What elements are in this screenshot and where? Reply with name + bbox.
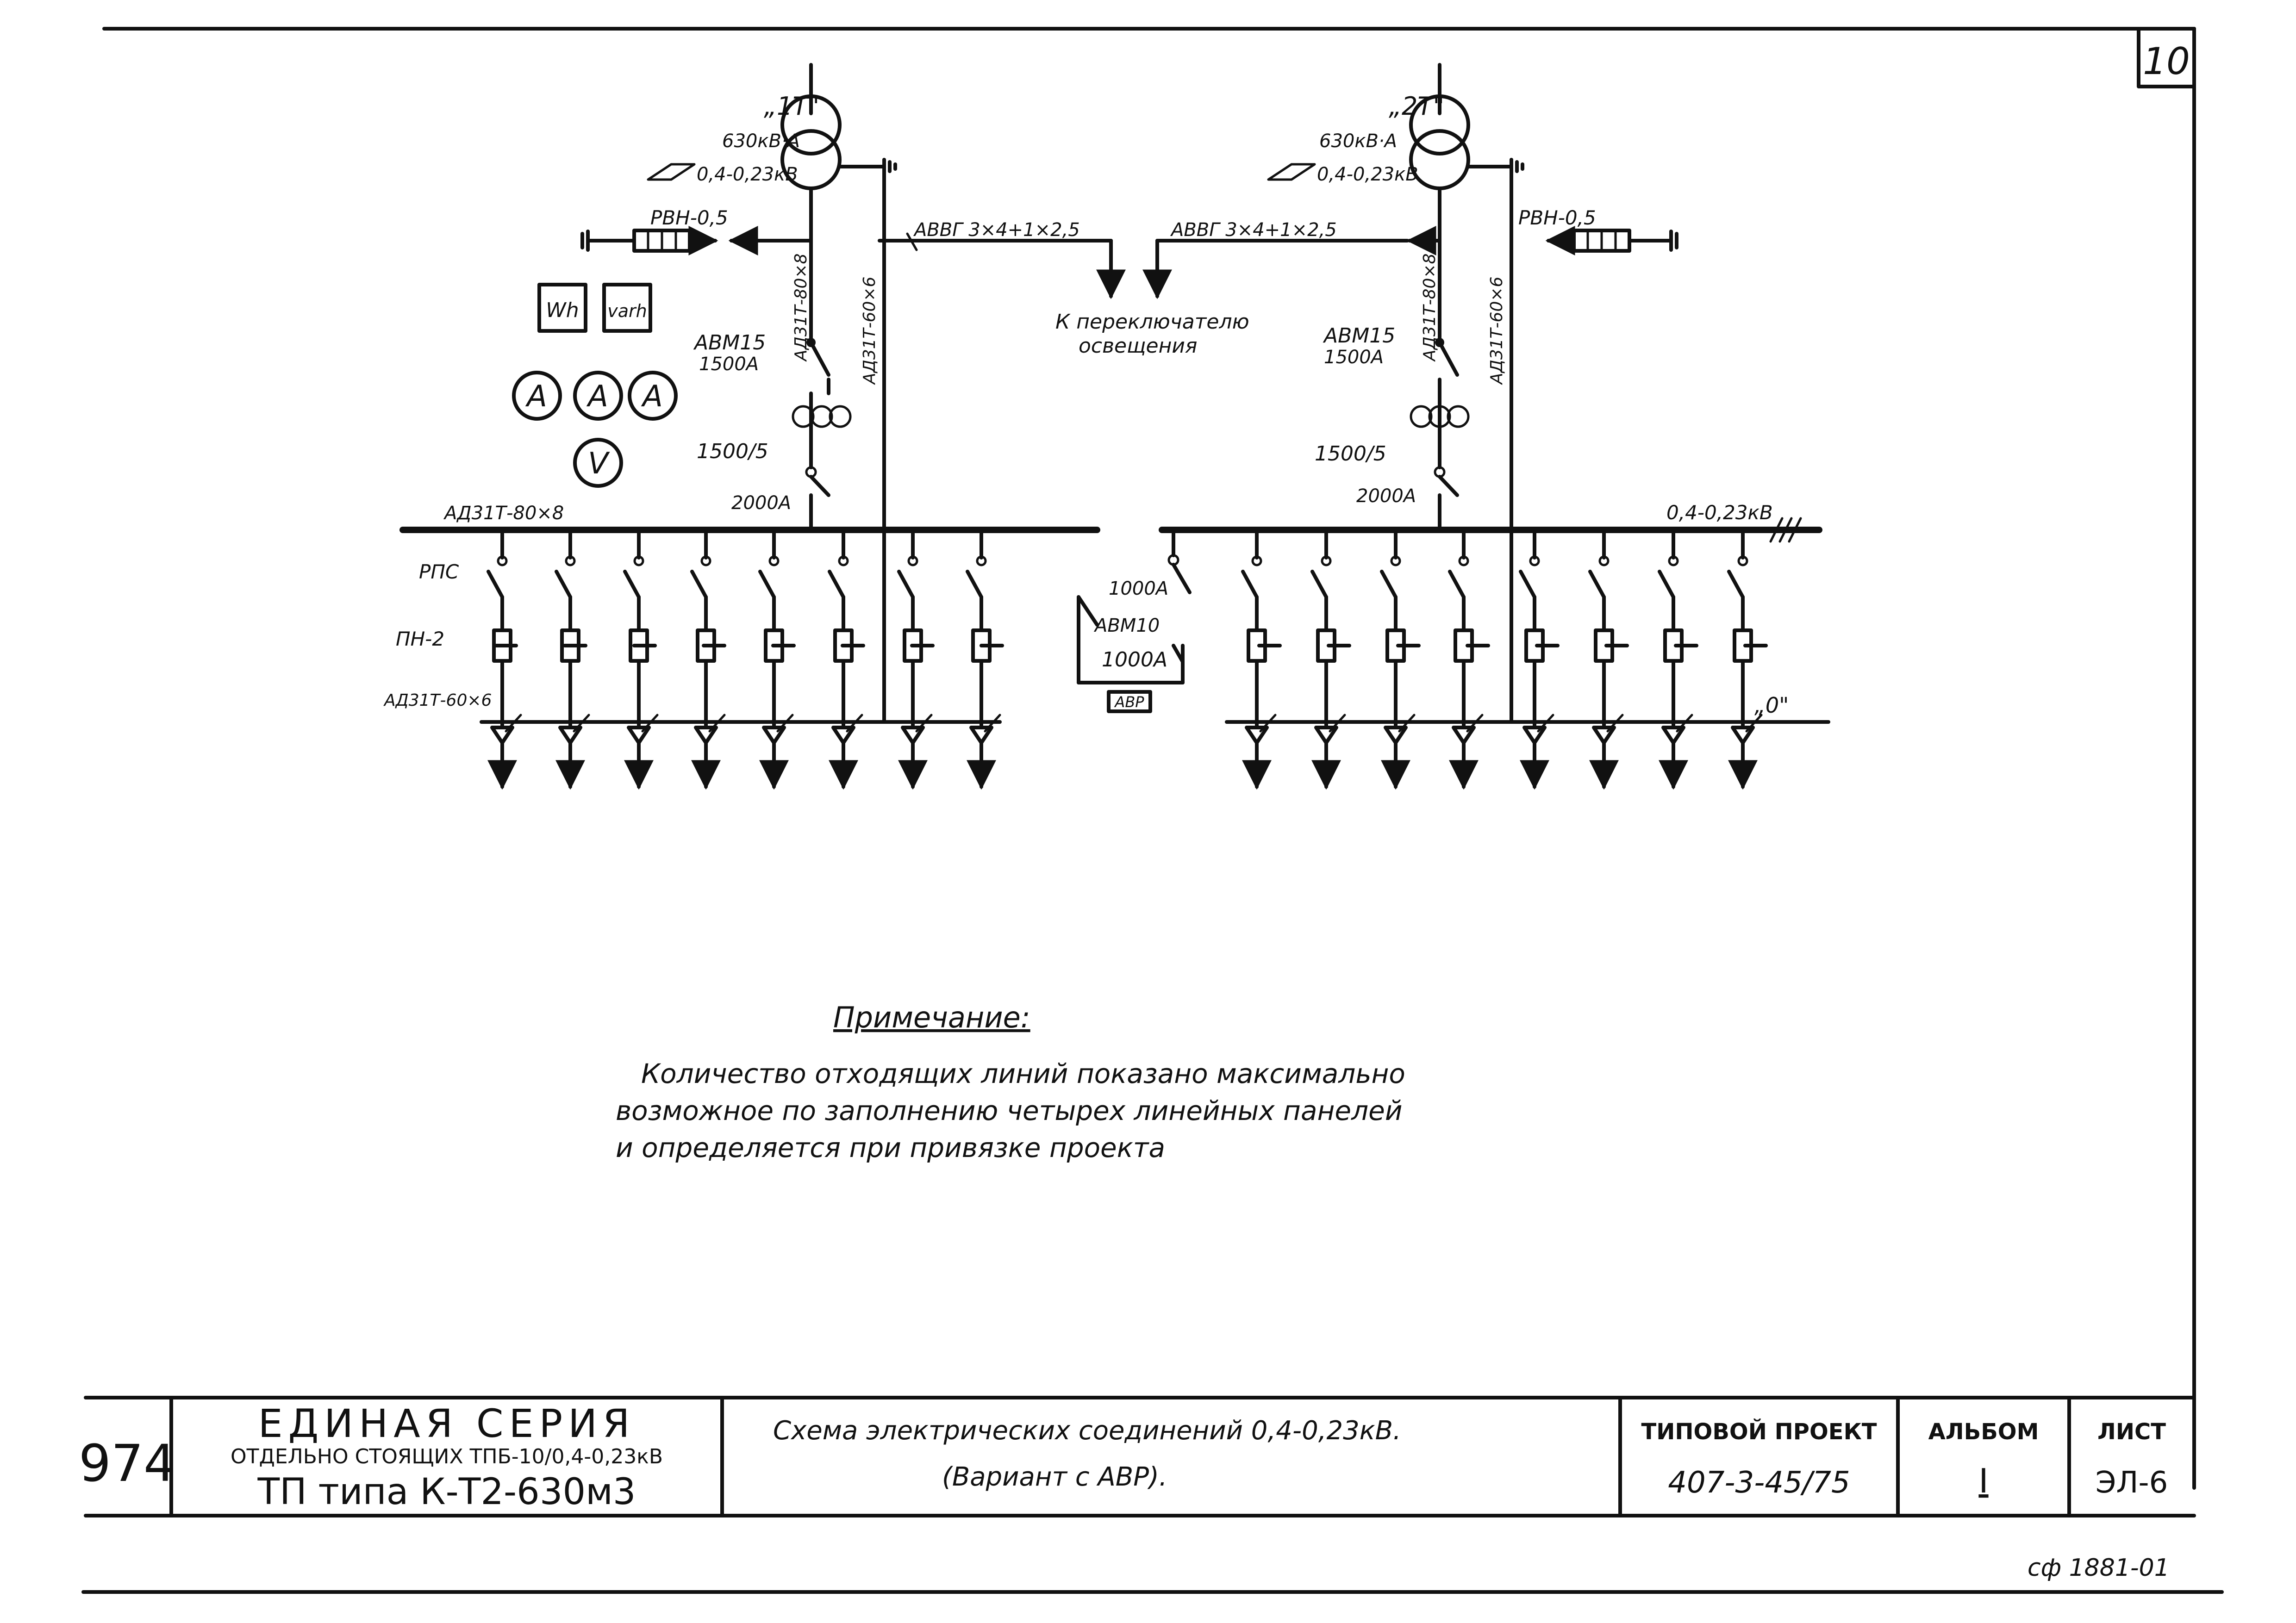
sheet-number: 10 [2143, 40, 2190, 83]
rvn-left-label: РВН-0,5 [650, 206, 728, 229]
transformer-2t [1267, 63, 1524, 298]
note-line-3: и определяется при привязке проекта [616, 1132, 1165, 1163]
avr-label: АВР [1114, 693, 1144, 711]
feeder [1727, 528, 1763, 790]
feeder [966, 528, 1001, 790]
feeder [1310, 528, 1346, 790]
bus-tie [1077, 528, 1192, 713]
transformer-1t-name: „1Т" [764, 92, 819, 121]
busbar-right-label: 0,4-0,23кВ [1666, 501, 1773, 524]
feeder [1380, 528, 1416, 790]
drawing-frame [102, 27, 2196, 1490]
transformer-1t-voltage: 0,4-0,23кВ [697, 164, 798, 185]
tb-sheet-label: ЛИСТ [2097, 1419, 2166, 1445]
feeder [690, 528, 726, 790]
avm-left-2: 1500А [699, 354, 759, 375]
tb-series-2: ОТДЕЛЬНО СТОЯЩИХ ТПБ-10/0,4-0,23кВ [231, 1445, 663, 1468]
meter-wh-box [537, 283, 587, 333]
ammeter-3: A [641, 379, 663, 414]
cable-right [1142, 165, 1513, 724]
bus-vert-right-2: АД31Т-60×6 [1487, 277, 1506, 385]
transformer-1t-rating: 630кВ·А [722, 131, 800, 152]
avr-box [1107, 690, 1152, 713]
feeder [1588, 528, 1624, 790]
tb-code: 974 [79, 1434, 176, 1493]
ct-right: 1500/5 [1315, 442, 1386, 466]
tb-desc-2: (Вариант с АВР). [942, 1462, 1167, 1492]
meter-varh-box [602, 283, 652, 333]
tb-series-1: ЕДИНАЯ СЕРИЯ [258, 1401, 636, 1446]
tb-project-label: ТИПОВОЙ ПРОЕКТ [1641, 1418, 1877, 1445]
tie-label-2: АВМ10 [1093, 615, 1160, 636]
avm-right-1: АВМ15 [1323, 324, 1395, 348]
stamp: сф 1881-01 [2028, 1554, 2170, 1582]
transformer-2t-voltage: 0,4-0,23кВ [1317, 164, 1418, 185]
cable-right-label: АВВГ 3×4+1×2,5 [1170, 219, 1337, 241]
avm-right-2: 1500А [1324, 347, 1384, 368]
zero-bus-label: АД31Т-60×6 [383, 691, 492, 710]
feeder [1241, 528, 1277, 790]
feeder [1519, 528, 1554, 790]
feeder [758, 528, 794, 790]
feeder [828, 528, 863, 790]
bus-vert-left-2: АД31Т-60×6 [860, 277, 879, 385]
feeder-group [487, 528, 1763, 790]
title-block [81, 1396, 2224, 1594]
rvn-left [580, 226, 813, 255]
voltmeter: V [588, 447, 610, 481]
transformer-2t-name: „2Т" [1389, 92, 1444, 121]
left-incomer [792, 294, 852, 532]
feeder [623, 528, 659, 790]
meter-varh: varh [607, 301, 647, 321]
right-incomer [1410, 294, 1470, 532]
pn2-label: ПН-2 [396, 628, 444, 650]
transformer-2t-rating: 630кВ·А [1319, 131, 1397, 152]
rvn-right-label: РВН-0,5 [1518, 206, 1596, 229]
zero-label: „0" [1754, 693, 1789, 718]
feeder [487, 528, 522, 790]
feeder [1658, 528, 1693, 790]
feeder [897, 528, 933, 790]
lighting-switch-label-2: освещения [1079, 334, 1197, 358]
note-line-2: возможное по заполнению четырех линейных… [616, 1095, 1403, 1126]
cur-left: 2000А [731, 492, 791, 514]
tb-sheet-value: ЭЛ-6 [2096, 1466, 2168, 1500]
feeder [1448, 528, 1484, 790]
note-title: Примечание: [833, 1001, 1030, 1034]
bus-vert-right-1: АД31Т-80×8 [1420, 254, 1439, 362]
lighting-switch-label-1: К переключателю [1055, 310, 1249, 334]
ammeter-2: A [586, 379, 608, 414]
ct-left: 1500/5 [697, 440, 768, 463]
sheet-number-box [2137, 27, 2196, 88]
meter-wh: Wh [546, 298, 579, 322]
ammeters [512, 371, 678, 488]
tb-project-value: 407-3-45/75 [1668, 1466, 1850, 1500]
cable-left-label: АВВГ 3×4+1×2,5 [913, 219, 1080, 241]
busbar-left-label: АД31Т-80×8 [443, 503, 564, 524]
tb-desc-1: Схема электрических соединений 0,4-0,23к… [773, 1416, 1401, 1446]
cable-left [878, 165, 1126, 724]
note-line-1: Количество отходящих линий показано макс… [641, 1058, 1405, 1089]
tie-label-3: 1000А [1102, 648, 1167, 672]
busbar-three-phase-marks [1769, 517, 1802, 543]
tb-album-value: I [1978, 1461, 1988, 1500]
rps-label: РПС [419, 560, 459, 583]
ammeter-1: A [525, 379, 547, 414]
tb-album-label: АЛЬБОМ [1928, 1419, 2039, 1445]
cur-right: 2000А [1356, 485, 1416, 507]
transformer-1t [647, 63, 897, 298]
feeder [555, 528, 590, 790]
tie-label-1: 1000А [1109, 578, 1168, 599]
avm-left-1: АВМ15 [693, 331, 766, 354]
rvn-right [1406, 226, 1678, 255]
tb-series-3: ТП типа К-Т2-630м3 [257, 1471, 636, 1513]
bus-vert-left-1: АД31Т-80×8 [792, 254, 811, 362]
